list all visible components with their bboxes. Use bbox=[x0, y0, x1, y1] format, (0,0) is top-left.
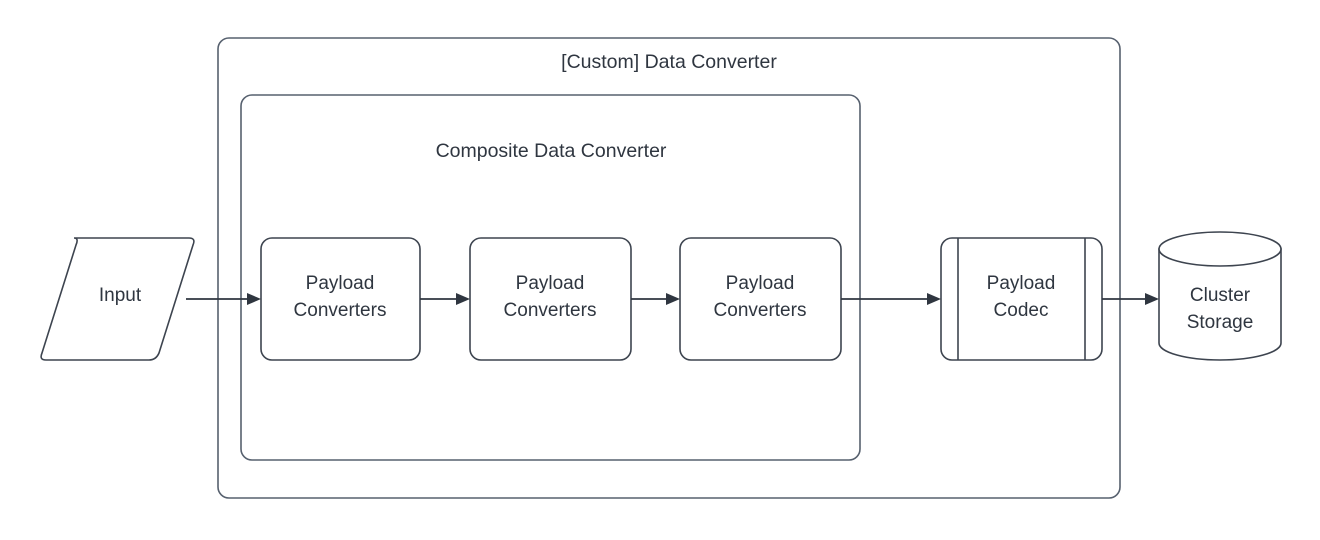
node-cluster-storage-label-line1: Cluster bbox=[1190, 285, 1251, 306]
node-payload-codec-label-line1: Payload bbox=[987, 273, 1056, 294]
node-payload-converters-1-label-line1: Payload bbox=[306, 273, 375, 294]
node-payload-converters-2[interactable] bbox=[469, 237, 632, 361]
node-cluster-storage-body[interactable] bbox=[1158, 248, 1282, 361]
container-custom-data-converter-label: [Custom] Data Converter bbox=[561, 51, 777, 73]
node-cluster-storage-top bbox=[1158, 231, 1282, 267]
node-input[interactable] bbox=[40, 237, 195, 361]
node-payload-converters-1[interactable] bbox=[260, 237, 421, 361]
node-cluster-storage-label-line2: Storage bbox=[1187, 312, 1254, 333]
node-payload-converters-2-label-line1: Payload bbox=[516, 273, 585, 294]
node-payload-codec[interactable] bbox=[940, 237, 1103, 361]
edge-pc3-to-codec-arrowhead bbox=[927, 293, 941, 305]
edge-pc1-to-pc2-arrowhead bbox=[456, 293, 470, 305]
node-payload-codec-label-line2: Codec bbox=[994, 300, 1049, 321]
node-payload-converters-3-label-line1: Payload bbox=[726, 273, 795, 294]
edge-codec-to-storage-arrowhead bbox=[1145, 293, 1159, 305]
node-input-label: Input bbox=[99, 285, 142, 306]
node-payload-converters-2-label-line2: Converters bbox=[504, 300, 597, 321]
edge-input-to-pc1-arrowhead bbox=[247, 293, 261, 305]
node-payload-converters-3-label-line2: Converters bbox=[714, 300, 807, 321]
node-payload-converters-1-label-line2: Converters bbox=[294, 300, 387, 321]
node-payload-converters-3[interactable] bbox=[679, 237, 842, 361]
edge-pc2-to-pc3-arrowhead bbox=[666, 293, 680, 305]
container-composite-data-converter-label: Composite Data Converter bbox=[436, 140, 667, 162]
